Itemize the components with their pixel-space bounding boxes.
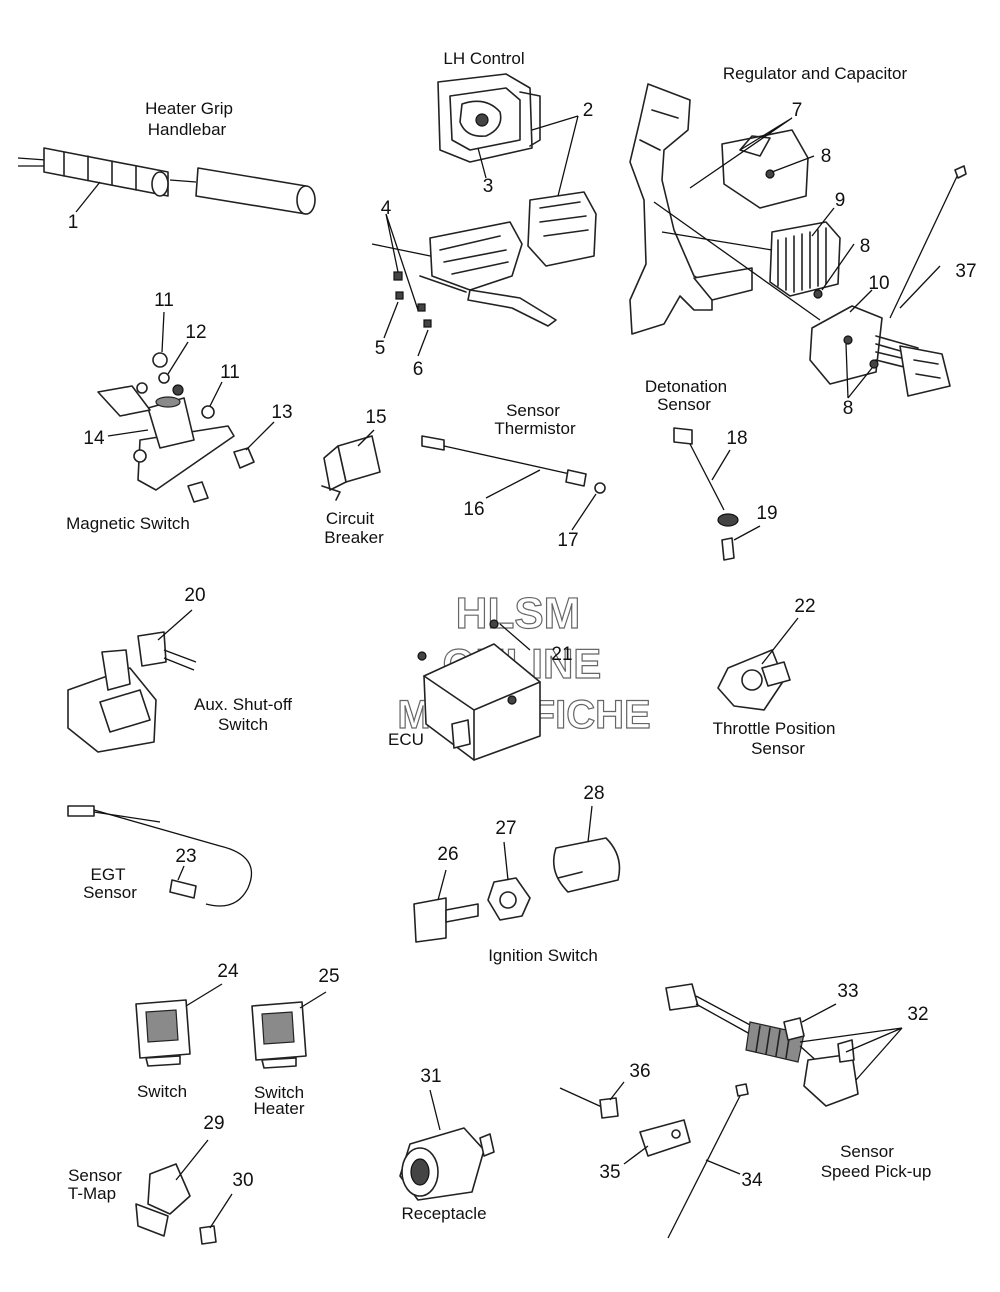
magnetic-switch-drawing <box>97 352 255 503</box>
heater-grip-drawing <box>17 147 316 215</box>
callout-37: 37 <box>955 261 976 282</box>
callout-25: 25 <box>318 966 339 987</box>
label-throttle-line2: Sensor <box>751 739 805 758</box>
label-heater-grip-line1: Heater Grip <box>145 99 233 118</box>
lh-control-inset <box>437 73 541 163</box>
label-detonation-line1: Detonation <box>645 377 727 396</box>
callout-12: 12 <box>185 322 206 343</box>
callout-13: 13 <box>271 402 292 423</box>
callout-33: 33 <box>837 981 858 1002</box>
label-aux-shutoff-line1: Aux. Shut-off <box>194 695 292 714</box>
callout-7: 7 <box>792 100 803 121</box>
callout-16: 16 <box>463 499 484 520</box>
label-sensor-thermistor-line2: Thermistor <box>494 419 576 438</box>
section-labels: Heater Grip Handlebar LH Control Regulat… <box>66 49 931 1223</box>
callout-10: 10 <box>868 273 889 294</box>
label-switch-heater-line1: Switch <box>254 1083 304 1102</box>
callout-9: 9 <box>835 190 846 211</box>
egt-sensor-drawing <box>67 805 253 907</box>
circuit-breaker-drawing <box>321 435 381 501</box>
callout-1: 1 <box>68 212 79 233</box>
callout-8-a: 8 <box>821 146 832 167</box>
throttle-position-drawing <box>717 649 791 711</box>
label-aux-shutoff-line2: Switch <box>218 715 268 734</box>
callout-31: 31 <box>420 1066 441 1087</box>
callout-34: 34 <box>741 1170 763 1191</box>
regulator-bracket-drawing <box>629 83 967 397</box>
callout-22: 22 <box>794 596 815 617</box>
callout-24: 24 <box>217 961 239 982</box>
label-regulator: Regulator and Capacitor <box>723 64 908 83</box>
callout-11-b: 11 <box>220 362 240 383</box>
switch-drawing <box>135 999 191 1067</box>
label-circuit-breaker-line2: Breaker <box>324 528 384 547</box>
callout-26: 26 <box>437 844 458 865</box>
leader-lines <box>75 115 941 1229</box>
label-tmap-line1: Sensor <box>68 1166 122 1185</box>
label-detonation-line2: Sensor <box>657 395 711 414</box>
speed-pickup-drawing <box>665 983 859 1107</box>
callout-20: 20 <box>184 585 205 606</box>
callout-5: 5 <box>375 338 386 359</box>
watermark-line-1: HLSM <box>456 589 581 638</box>
switch-heater-drawing <box>251 1001 307 1069</box>
label-egt-line1: EGT <box>91 865 126 884</box>
callout-4: 4 <box>381 198 392 219</box>
label-magnetic-switch: Magnetic Switch <box>66 514 190 533</box>
callout-8-b: 8 <box>860 236 871 257</box>
callout-6: 6 <box>413 359 424 380</box>
callout-21: 21 <box>551 644 572 665</box>
label-egt-line2: Sensor <box>83 883 137 902</box>
detonation-sensor-drawing <box>673 427 739 561</box>
receptacle-drawing <box>399 1127 495 1201</box>
label-tmap-line2: T-Map <box>68 1184 116 1203</box>
callout-19: 19 <box>756 503 777 524</box>
callout-15: 15 <box>365 407 386 428</box>
ignition-switch-drawing <box>413 837 621 943</box>
sensor-tmap-drawing <box>135 1163 217 1245</box>
aux-shutoff-drawing <box>67 631 197 753</box>
callout-18: 18 <box>726 428 747 449</box>
callout-3: 3 <box>483 176 494 197</box>
ecu-drawing <box>417 619 541 761</box>
handlebar-control-drawing <box>371 191 597 328</box>
callout-29: 29 <box>203 1113 224 1134</box>
label-speed-line1: Sensor <box>840 1142 894 1161</box>
label-switch-heater-line2: Heater <box>253 1099 304 1118</box>
label-speed-line2: Speed Pick-up <box>821 1162 932 1181</box>
label-ignition-switch: Ignition Switch <box>488 946 598 965</box>
callout-2: 2 <box>583 100 594 121</box>
callout-28: 28 <box>583 783 604 804</box>
label-receptacle: Receptacle <box>401 1204 486 1223</box>
label-switch: Switch <box>137 1082 187 1101</box>
callout-23: 23 <box>175 846 196 867</box>
label-throttle-line1: Throttle Position <box>713 719 836 738</box>
callout-8-c: 8 <box>843 398 854 419</box>
callout-36: 36 <box>629 1061 650 1082</box>
callout-27: 27 <box>495 818 516 839</box>
callout-11-a: 11 <box>154 290 174 311</box>
label-heater-grip-line2: Handlebar <box>148 120 227 139</box>
callout-17: 17 <box>557 530 578 551</box>
callout-30: 30 <box>232 1170 253 1191</box>
callout-35: 35 <box>599 1162 620 1183</box>
harness-small-parts-drawing <box>559 1083 749 1239</box>
callout-32: 32 <box>907 1004 928 1025</box>
label-circuit-breaker-line1: Circuit <box>326 509 374 528</box>
label-sensor-thermistor-line1: Sensor <box>506 401 560 420</box>
sensor-thermistor-drawing <box>421 435 606 494</box>
label-ecu: ECU <box>388 730 424 749</box>
label-lh-control: LH Control <box>443 49 524 68</box>
callout-14: 14 <box>83 428 105 449</box>
callout-numbers: 1 2 3 4 5 6 7 8 8 8 9 10 11 11 12 13 14 … <box>68 100 977 1191</box>
